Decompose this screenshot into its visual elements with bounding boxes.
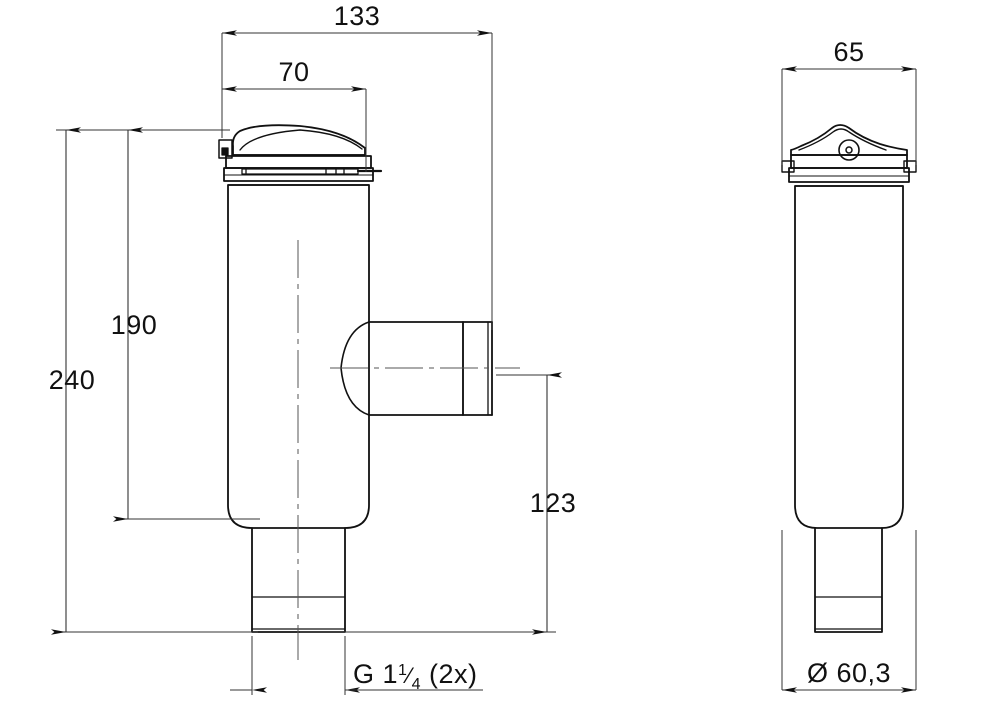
thread-fraction-slash: ⁄ <box>402 663 414 688</box>
side-arched-cap-crease <box>798 128 887 151</box>
dimension-label-123: 123 <box>530 488 577 518</box>
dimension-side-width <box>781 66 917 165</box>
side-collar-tab-left <box>781 160 795 173</box>
side-view-geometry <box>781 124 917 633</box>
dimension-label-240: 240 <box>49 365 96 395</box>
cap-hub-inner-circle <box>845 146 853 154</box>
dimension-label-diameter: Ø 60,3 <box>807 658 891 688</box>
hinged-cap-body <box>231 124 366 156</box>
side-bottom-spigot <box>814 527 883 633</box>
cap-latch-tab <box>218 139 233 159</box>
front-view-centerlines <box>297 240 520 660</box>
annotation-thread-callout: G 11⁄4 (2x) <box>353 659 478 693</box>
dimension-spigot-diameter <box>781 530 917 693</box>
cap-collar-lower <box>223 167 374 182</box>
side-arched-cap <box>790 124 908 156</box>
thread-suffix: (2x) <box>421 659 478 689</box>
cap-hub-outer-circle <box>838 139 860 161</box>
cap-latch-nub <box>221 147 229 156</box>
dimension-outlet-height <box>300 372 562 635</box>
thread-prefix: G 1 <box>353 659 398 689</box>
thread-fraction-numerator: 1 <box>398 662 407 679</box>
hinged-cap-crease <box>239 129 363 151</box>
dimension-body-height <box>113 127 260 522</box>
side-collar-tab-right <box>903 160 917 173</box>
dimension-label-190: 190 <box>111 310 158 340</box>
dimension-label-65: 65 <box>833 37 864 67</box>
dimension-label-133: 133 <box>334 1 381 31</box>
thread-fraction-denominator: 4 <box>412 676 421 693</box>
cap-collar-upper <box>225 155 372 169</box>
dimension-thread-callout <box>230 636 483 695</box>
dimension-label-70: 70 <box>278 57 309 87</box>
front-view-geometry <box>218 124 493 633</box>
